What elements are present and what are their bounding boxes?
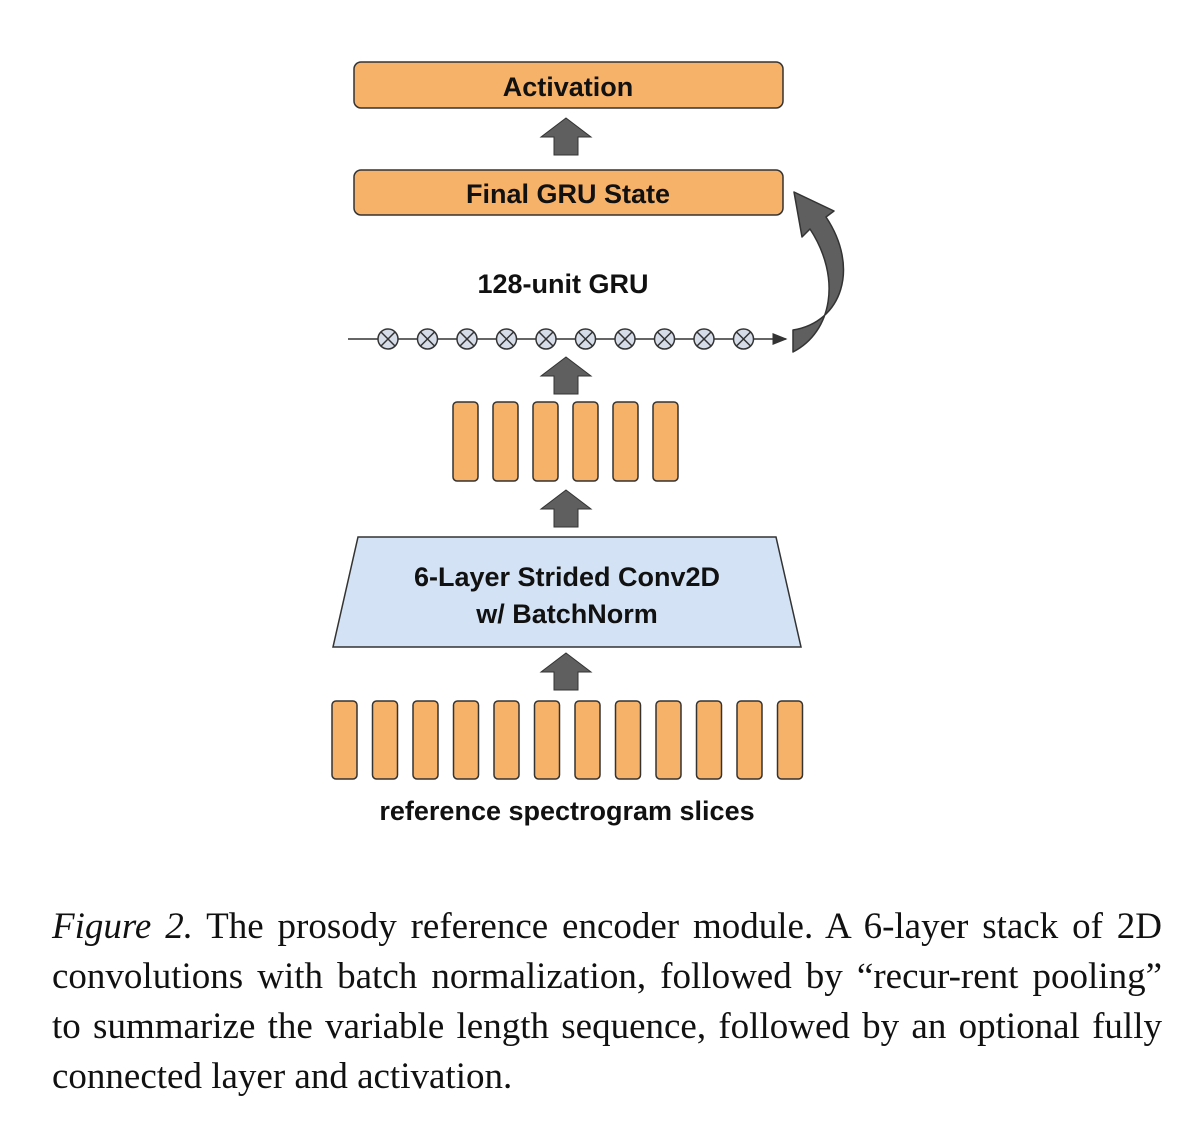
gru-units <box>377 328 755 350</box>
up-arrow-icon <box>539 489 593 528</box>
feature-slice <box>492 401 519 482</box>
spectrogram-slice <box>493 700 520 780</box>
gru-unit-icon <box>693 328 715 350</box>
prosody-encoder-diagram: Activation Final GRU State 128-unit GRU … <box>331 61 845 826</box>
conv-output-slices <box>452 401 679 482</box>
up-arrow-icon <box>539 356 593 395</box>
feature-slice <box>572 401 599 482</box>
feature-slice <box>612 401 639 482</box>
gru-unit-icon <box>653 328 676 350</box>
spectrogram-slice <box>574 700 601 780</box>
spectrogram-slice <box>412 700 439 780</box>
final-gru-state-box: Final GRU State <box>353 169 784 216</box>
up-arrow-icon <box>539 652 593 691</box>
input-slices <box>331 700 804 780</box>
activation-box: Activation <box>353 61 784 109</box>
feature-slice <box>652 401 679 482</box>
gru-unit-icon <box>495 328 518 350</box>
gru-unit-icon <box>535 328 557 350</box>
gru-label: 128-unit GRU <box>477 269 648 299</box>
conv-block: 6-Layer Strided Conv2D w/ BatchNorm <box>332 536 802 648</box>
spectrogram-slice <box>331 700 358 780</box>
spectrogram-slice <box>736 700 763 780</box>
gru-unit-icon <box>416 328 439 350</box>
final-gru-state-label: Final GRU State <box>466 179 670 209</box>
conv-label-line2: w/ BatchNorm <box>475 599 658 629</box>
input-label: reference spectrogram slices <box>379 796 754 826</box>
gru-unit-icon <box>377 328 399 350</box>
up-arrow-icon <box>539 117 593 156</box>
gru-unit-icon <box>732 328 755 350</box>
caption-text: The prosody reference encoder module. A … <box>52 906 1162 1097</box>
spectrogram-slice <box>655 700 682 780</box>
feature-slice <box>532 401 559 482</box>
spectrogram-slice <box>695 700 723 780</box>
gru-unit-icon <box>614 328 636 350</box>
feature-slice <box>452 401 479 482</box>
gru-unit-icon <box>456 328 478 350</box>
figure-caption: Figure 2. The prosody reference encoder … <box>52 902 1162 1102</box>
gru-unit-icon <box>574 328 597 350</box>
spectrogram-slice <box>533 700 561 780</box>
caption-label: Figure 2. <box>52 906 193 947</box>
conv-label-line1: 6-Layer Strided Conv2D <box>414 562 720 592</box>
activation-label: Activation <box>503 72 634 102</box>
spectrogram-slice <box>614 700 642 780</box>
spectrogram-slice <box>452 700 480 780</box>
spectrogram-slice <box>371 700 399 780</box>
curved-arrow-icon <box>792 191 845 353</box>
spectrogram-slice <box>776 700 804 780</box>
